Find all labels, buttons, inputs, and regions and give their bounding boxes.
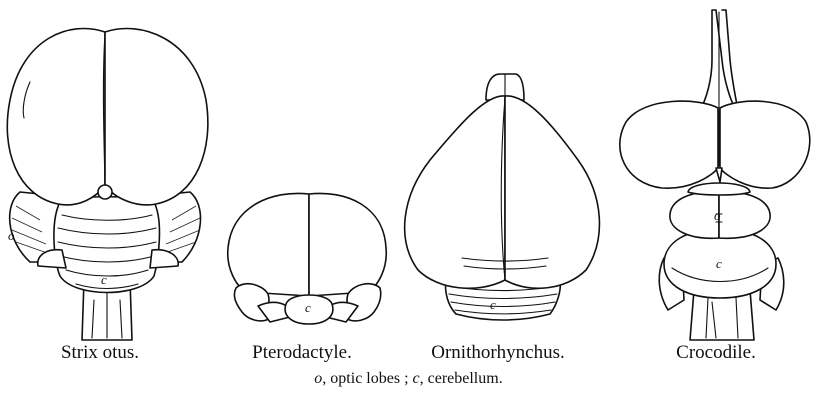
strix-pineal [98,185,112,199]
strix-hemisphere-left [7,29,105,205]
strix-otus-brain: o c [7,29,208,340]
caption-crocodile: Crocodile. [676,342,756,364]
ptero-cerebellum-mark: c [305,300,311,315]
croc-hemisphere-left [620,101,718,188]
figure-legend: o, optic lobes ; c, cerebellum. [314,370,502,388]
croc-optic-lobe-left [670,192,719,239]
legend-o-text: , optic lobes ; [322,370,412,387]
croc-hemisphere-right [720,101,810,188]
croc-optic-mark: o [714,208,721,223]
legend-c-text: , cerebellum. [420,370,503,387]
strix-optic-mark: o [8,228,15,243]
ornitho-cerebellum-mark: c [490,297,496,312]
caption-ornithorhynchus: Ornithorhynchus. [431,342,565,364]
crocodile-brain: o c [620,10,810,340]
croc-optic-lobe-right [719,192,770,239]
ptero-hemisphere-left [228,193,309,296]
ptero-hemisphere-right [309,193,386,296]
ornitho-hemisphere-left [405,96,505,288]
ornitho-hemisphere-right [505,96,599,288]
caption-strix-otus: Strix otus. [61,342,139,364]
strix-cerebellum-mark: c [101,272,107,287]
ornithorhynchus-brain: c [405,74,600,320]
strix-hemisphere-right [105,29,208,205]
croc-cerebellum-mark: c [716,256,722,271]
legend-o-key: o [314,370,322,387]
caption-pterodactyle: Pterodactyle. [252,342,352,364]
pterodactyle-brain: c [228,193,387,324]
